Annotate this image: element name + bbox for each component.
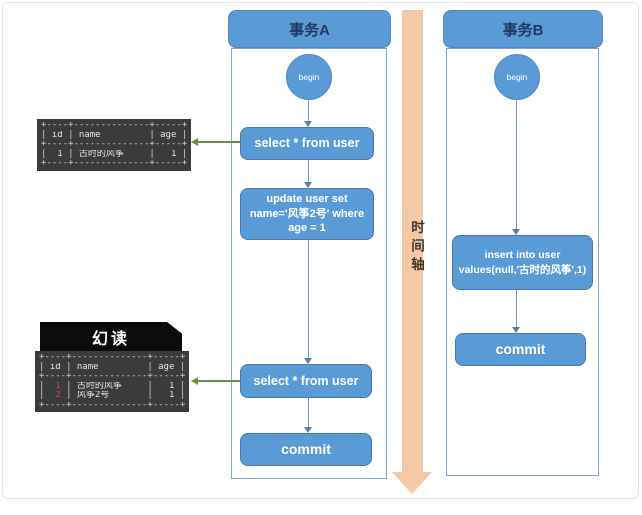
connector-line: [308, 398, 309, 427]
select2-label: select * from user: [253, 373, 359, 388]
result-arrow-line: [198, 380, 240, 382]
phantom-read-label: 幻读: [91, 330, 130, 348]
query-result-table-phantom: +----+--------------+-----+ |id|name|age…: [35, 351, 190, 412]
transaction-a-select2-node: select * from user: [240, 364, 372, 398]
timeline-label: 时间轴: [409, 220, 424, 276]
result-arrowhead-icon: [191, 377, 198, 385]
connector-arrowhead-icon: [512, 327, 520, 333]
connector-line: [516, 100, 517, 229]
begin-label: begin: [298, 72, 320, 82]
transaction-a-lane: [231, 48, 387, 479]
connector-arrowhead-icon: [304, 427, 312, 433]
table-border: +----+--------------+-----+: [39, 352, 186, 362]
transaction-a-commit-node: commit: [240, 433, 372, 466]
transaction-a-title: 事务A: [289, 21, 330, 39]
connector-line: [308, 240, 309, 358]
commit-label: commit: [495, 341, 546, 358]
phantom-read-tab: 幻读: [40, 322, 182, 351]
result-arrowhead-icon: [191, 138, 198, 146]
transaction-b-commit-node: commit: [455, 333, 586, 366]
transaction-a-select1-node: select * from user: [240, 127, 374, 160]
transaction-b-title: 事务B: [502, 21, 544, 39]
connector-line: [308, 100, 309, 121]
table-border: +----+--------------+-----+: [41, 158, 188, 168]
transaction-b-begin-node: begin: [494, 54, 540, 100]
connector-arrowhead-icon: [304, 358, 312, 364]
result-arrow-line: [198, 141, 240, 143]
commit-label: commit: [281, 441, 331, 458]
table-border: +----+--------------+-----+: [41, 120, 188, 130]
table-border: +----+--------------+-----+: [41, 139, 188, 149]
insert-label: insert into user values(null,'古时的风筝',1): [458, 249, 587, 276]
select1-label: select * from user: [254, 136, 360, 151]
begin-label: begin: [506, 72, 528, 82]
table-border: +----+--------------+-----+: [39, 399, 186, 410]
transaction-a-begin-node: begin: [286, 54, 332, 100]
timeline-bar: [402, 10, 423, 472]
query-result-table-initial: +----+--------------+-----+ |id|name|age…: [37, 119, 192, 171]
transaction-b-header: 事务B: [443, 10, 603, 48]
table-header-row: |id|name|age|: [39, 361, 186, 372]
transaction-a-header: 事务A: [228, 10, 391, 48]
update-label: update user set name='风筝2号' where age = …: [249, 192, 365, 235]
timeline-arrowhead-icon: [392, 472, 432, 494]
connector-arrowhead-icon: [304, 121, 312, 127]
transaction-b-insert-node: insert into user values(null,'古时的风筝',1): [452, 235, 593, 290]
table-row: |2|风筝2号|1|: [39, 390, 186, 400]
transaction-b-lane: [446, 48, 599, 476]
connector-arrowhead-icon: [512, 229, 520, 235]
table-row: |1|古时的风筝|1|: [39, 380, 186, 391]
connector-line: [516, 290, 517, 327]
table-header-row: |id|name|age|: [41, 129, 188, 140]
transaction-a-update-node: update user set name='风筝2号' where age = …: [240, 188, 374, 240]
connector-arrowhead-icon: [304, 182, 312, 188]
connector-line: [308, 160, 309, 182]
table-row: |1|古时的风筝|1|: [41, 148, 188, 159]
table-border: +----+--------------+-----+: [39, 371, 186, 381]
